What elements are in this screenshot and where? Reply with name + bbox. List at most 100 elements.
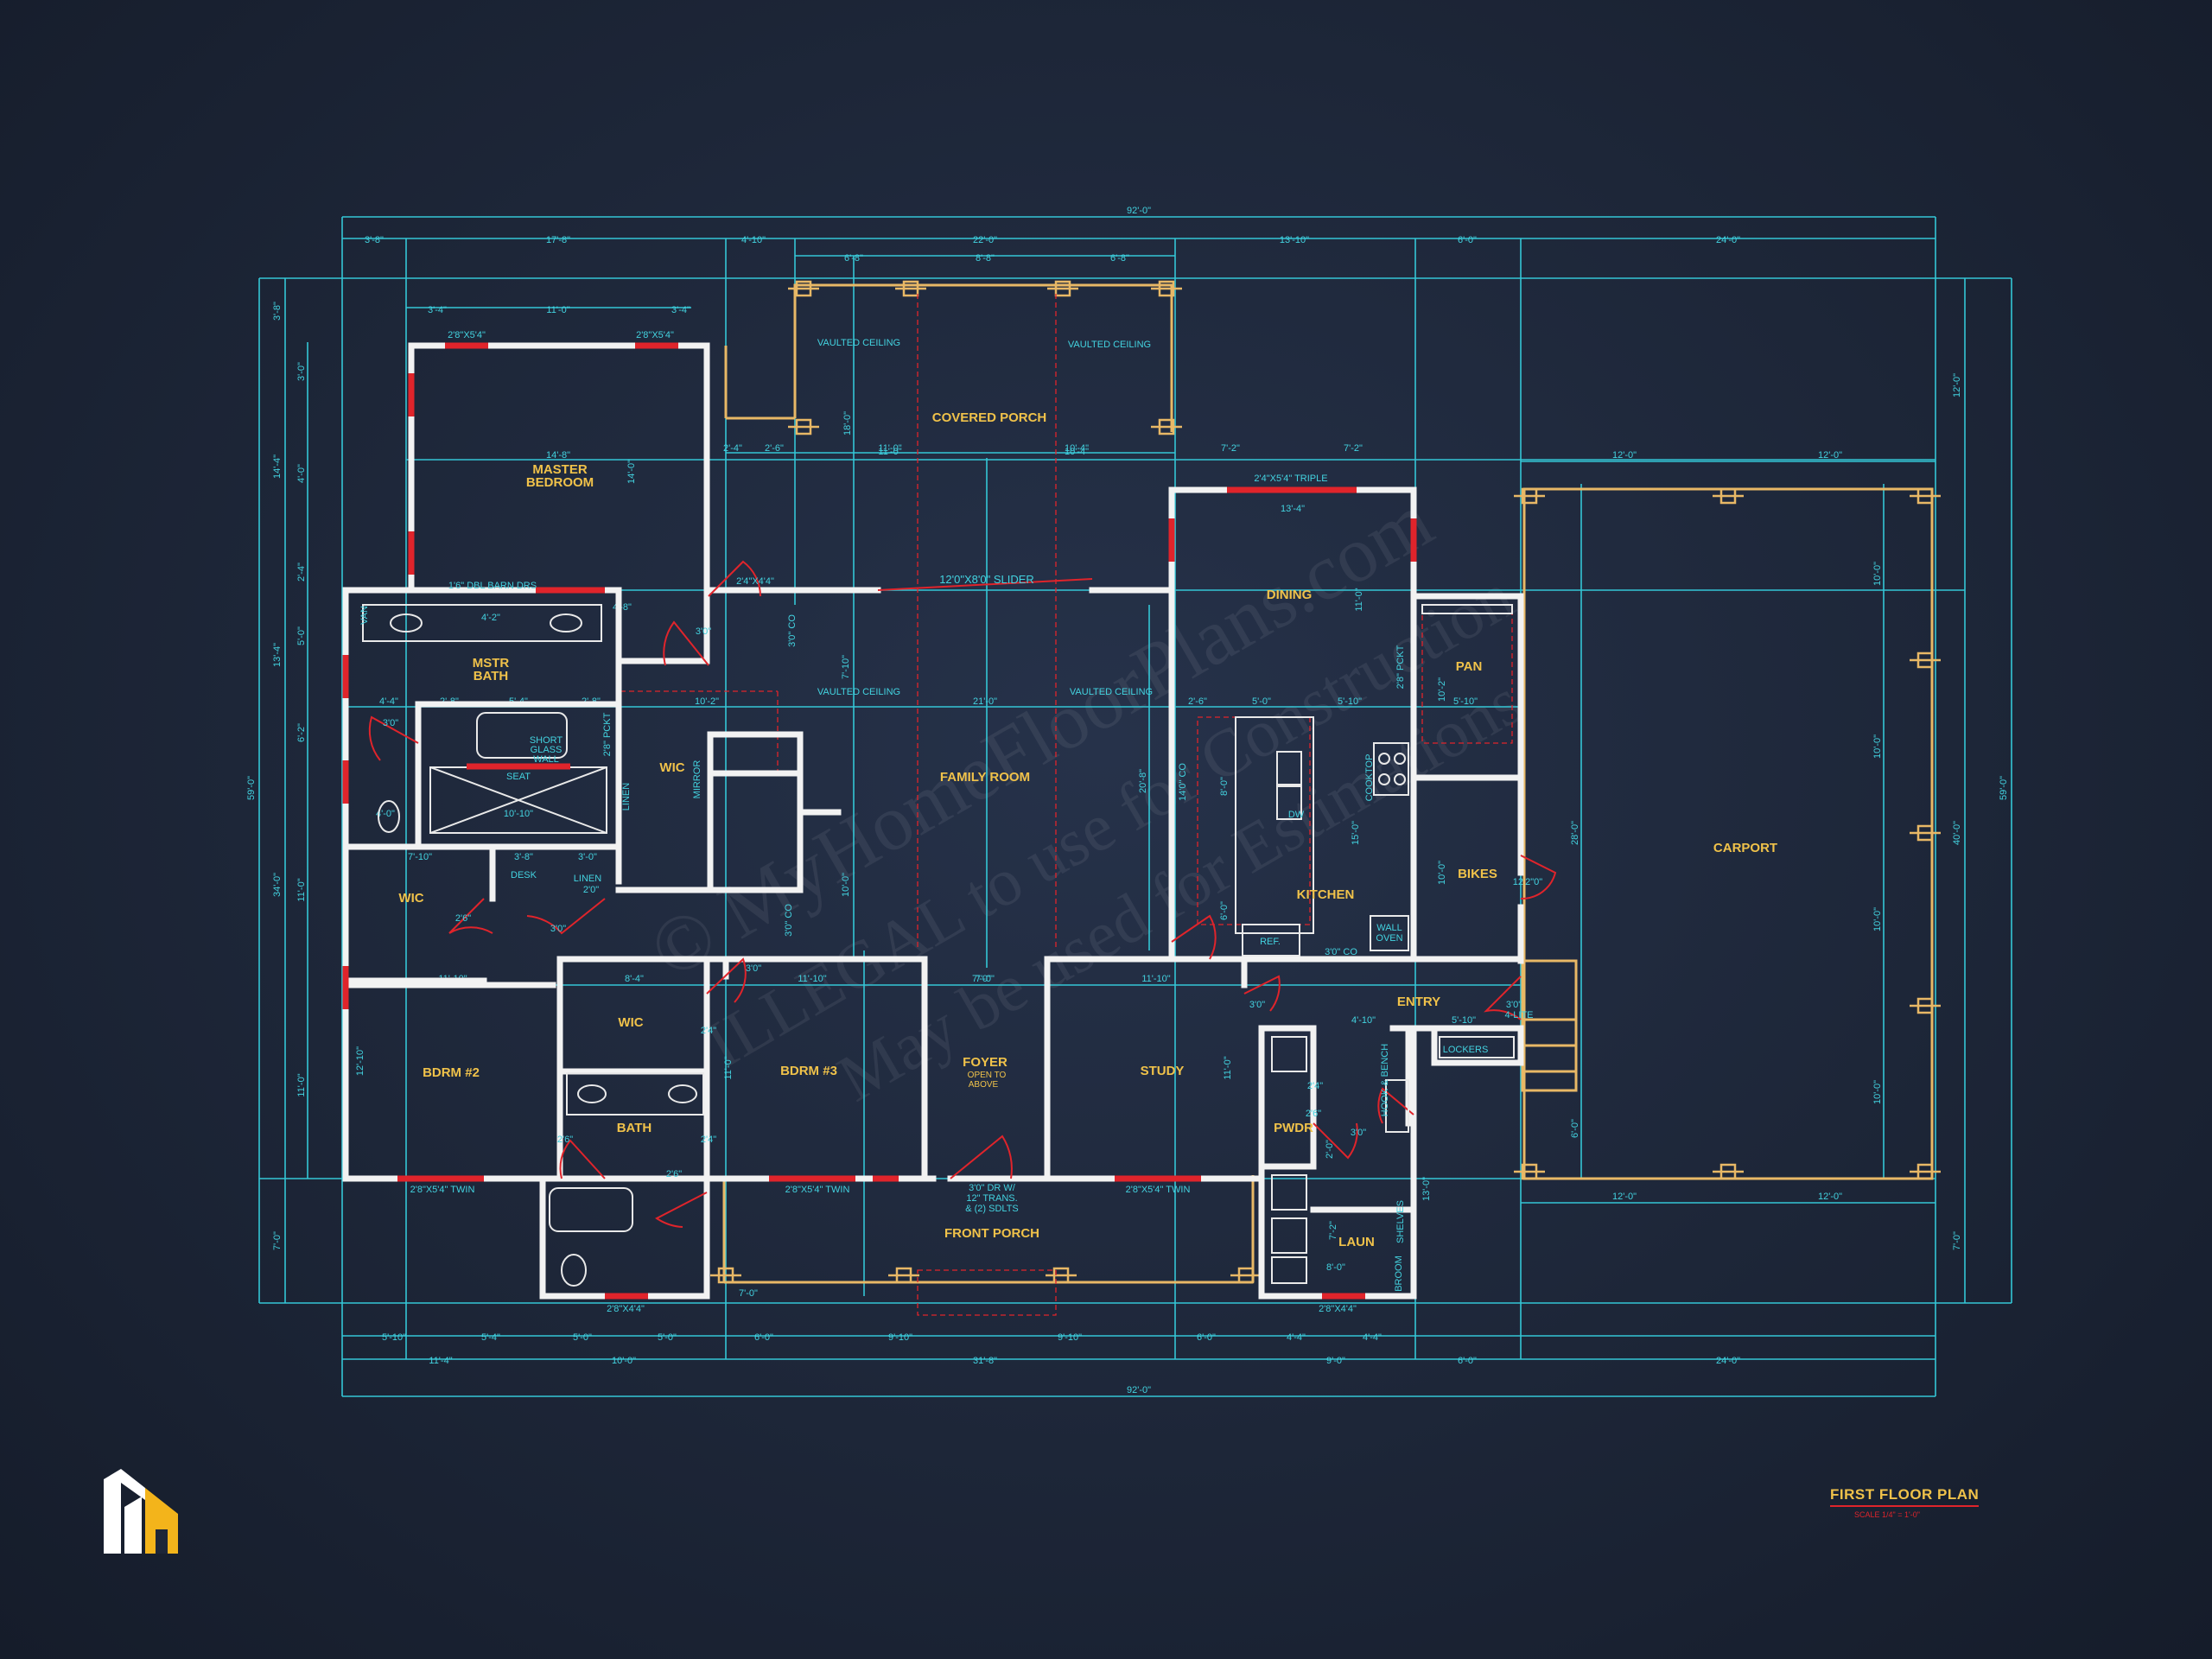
dimension-left2-4: 6'-2" [296,723,307,742]
note-pckt-2: 2'8" PCKT [1395,645,1406,689]
dimension-bottom1-0: 5'-10" [382,1332,406,1343]
dimension-right-overall: 59'-0" [1999,776,2009,800]
dimension-bottom1-1: 5'-4" [481,1332,500,1343]
dimension-bottom2-4: 6'-0" [1458,1356,1477,1366]
room-entry: ENTRY [1397,995,1440,1009]
room-bikes: BIKES [1458,867,1497,881]
dimension-fam-a: 11'-0" [878,443,901,454]
room-mstr-bath-1: MSTR [473,656,510,671]
room-labels: COVERED PORCH MASTER BEDROOM MSTR BATH D… [398,410,1777,1249]
dimension-laun-b: 7'-2" [1328,1221,1338,1240]
dimension-porch-0: 6'-8" [844,253,863,264]
dimension-top-5: 6'-0" [1458,235,1477,245]
dimension-left1-0: 3'-8" [272,302,283,321]
dimension-right-0: 12'-0" [1952,373,1962,397]
dimension-kit-f: 6'-0" [1219,901,1230,920]
dimension-carport-top-0: 12'-0" [1612,450,1637,461]
dimension-porch-b: 10'-4" [1065,447,1089,457]
dimension-dining-a: 7'-2" [1221,443,1240,454]
dimension-fp-a: 7'-0" [739,1288,758,1299]
dimension-left2-3: 5'-0" [296,626,307,645]
dimension-bottom2-2: 31'-8" [973,1356,997,1366]
dimension-left1-3: 34'-0" [272,873,283,897]
dimension-labels: 92'-0"92'-0"59'-0"59'-0"3'-8"17'-8"4'-10… [246,206,2009,1395]
note-wall-oven-2: OVEN [1376,933,1402,944]
room-bdrm3: BDRM #3 [780,1064,837,1078]
dimension-carport-right-0: 10'-0" [1872,562,1883,586]
dimension-foyer-w: 7'-0" [976,974,995,984]
dimension-left2-2: 2'-4" [296,563,307,582]
note-vaulted-3: VAULTED CEILING [817,687,900,697]
dimension-carport-top-1: 12'-0" [1818,450,1842,461]
note-cooktop: COOKTOP [1364,754,1375,802]
dimension-top-6: 24'-0" [1716,235,1740,245]
room-pwdr: PWDR [1274,1121,1313,1135]
room-pantry: PAN [1456,659,1483,674]
dimension-laun-c: 13'-0" [1421,1177,1432,1201]
dimension-bottom-overall: 92'-0" [1127,1385,1151,1395]
note-vaulted-2: VAULTED CEILING [1068,340,1151,350]
dimension-porch-a: 11'-0" [878,447,901,457]
dimension-study-w: 11'-10" [1141,974,1170,984]
room-master-bedroom-1: MASTER [532,462,588,477]
dimension-left1-1: 14'-4" [272,454,283,479]
dimension-kit-d: 8'-0" [1219,777,1230,796]
note-linen-2: LINEN [621,783,632,810]
note-door-5: 3'0" [1249,1000,1265,1010]
dimension-pan-a: 5'-10" [1453,696,1478,707]
dimension-mb-i: 3'-8" [514,852,533,862]
note-door-11: 2'4" [701,1135,716,1145]
dimension-bikes-b: 12'2"0" [1513,877,1542,887]
dimension-bottom1-3: 5'-0" [658,1332,677,1343]
note-front-door-2: 12" TRANS. [966,1193,1017,1204]
dimension-left2-0: 3'-0" [296,362,307,381]
note-dw: DW [1288,810,1305,820]
dimension-left1-4: 7'-0" [272,1231,283,1250]
note-van: VAN [359,606,370,625]
note-door-12: 2'4" [1307,1081,1323,1091]
dimension-bottom1-9: 4'-4" [1363,1332,1382,1343]
sheet-scale: SCALE 1/4" = 1'-0" [1854,1510,1920,1519]
note-linen-1: LINEN [574,874,601,884]
note-door-1: 3'0" [696,626,711,637]
dimension-dining-c: 13'-4" [1281,504,1305,514]
dimension-entry-a: 4'-10" [1351,1015,1376,1026]
dimension-left2-6: 11'-0" [296,1073,307,1096]
note-slider: 12'0"X8'0" SLIDER [939,573,1034,586]
note-door-10: 2'4" [701,1026,716,1036]
dimension-left-overall: 59'-0" [246,776,257,800]
dimension-mb-k: 4'-0" [376,809,395,819]
note-win-bottom-1: 2'8"X4'4" [607,1304,645,1314]
dimension-mb-a: 4'-2" [481,613,500,623]
note-barn-doors: 1'6" DBL BARN DRS [448,581,537,591]
dimension-carport-left-0: 28'-0" [1570,821,1580,845]
dimension-porch-1: 8'-8" [976,253,995,264]
dimension-fam-b: 10'-4" [1065,443,1089,454]
dimension-carport-right-2: 10'-0" [1872,907,1883,931]
dimension-top-3: 22'-0" [973,235,997,245]
note-door-8: 2'6" [557,1135,573,1145]
note-wall-oven-1: WALL [1376,923,1402,933]
dimension-fam-c: 10'-2" [695,696,719,707]
note-win-top-2: 2'8"X5'4" [636,330,674,340]
plan-notes: VAULTED CEILING VAULTED CEILING VAULTED … [359,330,1534,1314]
note-door-3: 3'0" [550,924,566,934]
dimension-bd2-c: 8'-4" [625,974,644,984]
note-desk: DESK [511,870,537,880]
dimension-top-2: 4'-10" [741,235,766,245]
room-front-porch: FRONT PORCH [944,1226,1039,1241]
dimension-bd3-h: 11'-0" [723,1056,734,1079]
note-door-4: 3'0" [746,963,761,974]
dimension-master-2: 3'-4" [671,305,690,315]
dimension-left1-2: 13'-4" [272,643,283,667]
dimension-master-h: 14'-0" [626,460,637,484]
foyer-note-1: OPEN TO [968,1071,1007,1080]
dimension-bottom2-5: 24'-0" [1716,1356,1740,1366]
note-co-4: 14'0" CO [1178,763,1188,801]
room-mstr-bath-2: BATH [474,669,509,683]
note-front-door-3: & (2) SDLTS [965,1204,1019,1214]
note-co-2: 3'0" CO [784,904,794,937]
windows [342,342,1417,1300]
dimension-carport-left-1: 6'-0" [1570,1119,1580,1138]
house-logo-icon [104,1469,178,1554]
